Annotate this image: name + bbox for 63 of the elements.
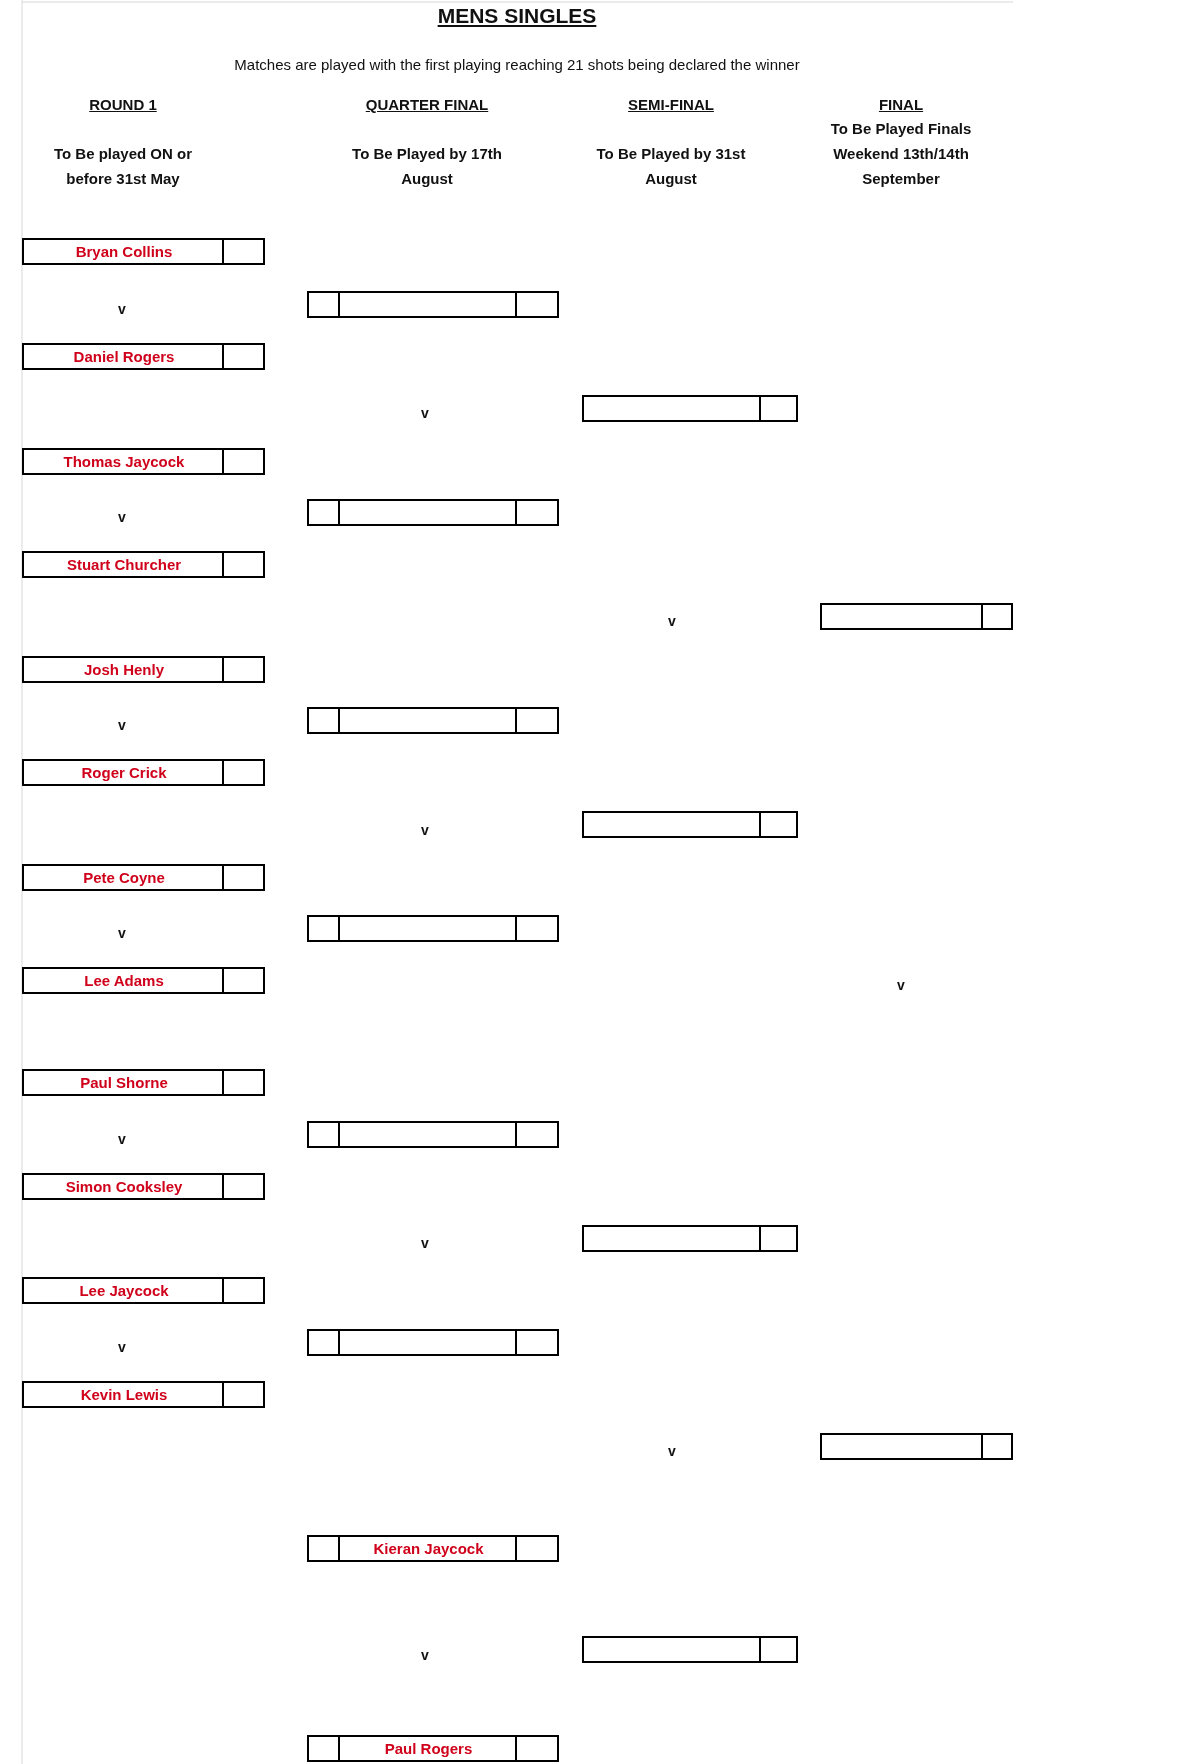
- player-name: Paul Rogers: [384, 1740, 473, 1757]
- player-name: Paul Shorne: [80, 1074, 168, 1091]
- empty-result-box: [307, 291, 559, 318]
- player-name: Lee Adams: [84, 972, 164, 989]
- versus-label: v: [117, 1338, 127, 1357]
- empty-result-box: [582, 1636, 798, 1663]
- versus-label: v: [420, 1646, 430, 1665]
- player-name-box: [22, 1381, 265, 1408]
- player-name: Stuart Churcher: [66, 556, 182, 573]
- title: MENS SINGLES: [436, 4, 598, 28]
- player-name-box: [22, 238, 265, 265]
- column-heading: ROUND 1: [88, 95, 158, 115]
- versus-label: v: [896, 976, 906, 995]
- player-name: Kevin Lewis: [80, 1386, 168, 1403]
- player-name: Kieran Jaycock: [373, 1540, 484, 1557]
- player-name: Lee Jaycock: [79, 1282, 169, 1299]
- deadline-note: To Be Played Finals Weekend 13th/14th September: [829, 119, 973, 189]
- versus-label: v: [420, 1234, 430, 1253]
- player-name: Bryan Collins: [75, 243, 173, 260]
- deadline-note: To Be Played by 31st August: [595, 144, 747, 189]
- player-name-box: [22, 864, 265, 891]
- player-name-box: [22, 1277, 265, 1304]
- player-name: Simon Cooksley: [65, 1178, 183, 1195]
- player-name-box: [22, 1069, 265, 1096]
- empty-result-box: [820, 603, 1013, 630]
- versus-label: v: [667, 612, 677, 631]
- deadline-note: To Be Played by 17th August: [351, 144, 503, 189]
- empty-result-box: [820, 1433, 1013, 1460]
- empty-result-box: [307, 707, 559, 734]
- player-name: Roger Crick: [81, 764, 167, 781]
- player-name-box: [307, 1535, 559, 1562]
- empty-result-box: [307, 1121, 559, 1148]
- player-name: Pete Coyne: [83, 869, 165, 886]
- player-name-box: [22, 1173, 265, 1200]
- versus-label: v: [117, 924, 127, 943]
- player-name-box: [22, 343, 265, 370]
- versus-label: v: [420, 404, 430, 423]
- column-heading: QUARTER FINAL: [364, 95, 490, 115]
- column-heading: FINAL: [877, 95, 925, 115]
- rules-note: Matches are played with the first playing reaching 21 shots being declared the winner: [233, 55, 801, 75]
- versus-label: v: [667, 1442, 677, 1461]
- versus-label: v: [420, 821, 430, 840]
- player-name: Josh Henly: [84, 661, 164, 678]
- player-name: Daniel Rogers: [73, 348, 175, 365]
- player-name-box: [22, 967, 265, 994]
- empty-result-box: [307, 915, 559, 942]
- versus-label: v: [117, 1130, 127, 1149]
- player-name-box: [22, 448, 265, 475]
- empty-result-box: [582, 811, 798, 838]
- player-name-box: [22, 656, 265, 683]
- empty-result-box: [582, 1225, 798, 1252]
- column-heading: SEMI-FINAL: [627, 95, 715, 115]
- versus-label: v: [117, 300, 127, 319]
- versus-label: v: [117, 508, 127, 527]
- empty-result-box: [307, 499, 559, 526]
- player-name-box: [22, 759, 265, 786]
- player-name-box: [307, 1735, 559, 1762]
- empty-result-box: [582, 395, 798, 422]
- versus-label: v: [117, 716, 127, 735]
- empty-result-box: [307, 1329, 559, 1356]
- player-name-box: [22, 551, 265, 578]
- player-name: Thomas Jaycock: [63, 453, 185, 470]
- deadline-note: To Be played ON or before 31st May: [52, 144, 194, 189]
